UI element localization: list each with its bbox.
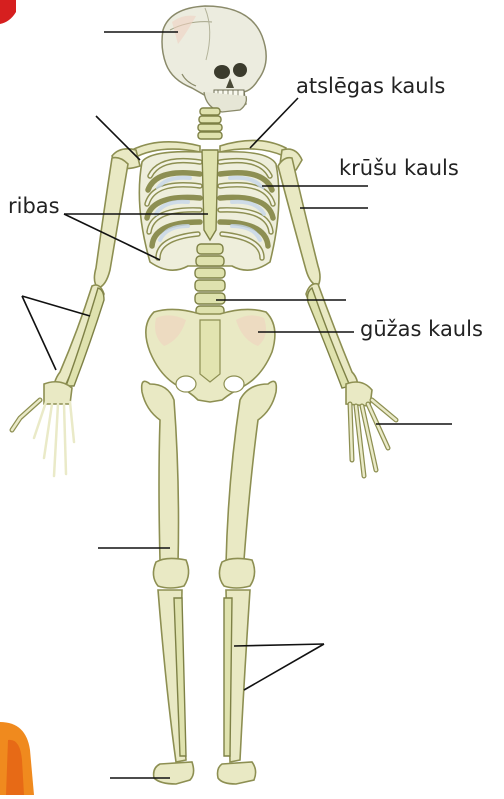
label-sternum: krūšu kauls [339,158,459,179]
label-clavicle: atslēgas kauls [296,76,445,97]
sternum-bone [202,150,218,240]
neck-vertebrae [198,108,222,139]
right-arm [278,158,372,406]
label-ribs: ribas [8,196,60,217]
skull [162,6,266,112]
corner-red-tab [0,0,16,24]
label-pelvis: gūžas kauls [360,319,483,340]
left-hand [12,400,74,476]
left-leg [142,381,194,784]
right-hand [350,400,396,476]
right-leg [218,381,277,784]
